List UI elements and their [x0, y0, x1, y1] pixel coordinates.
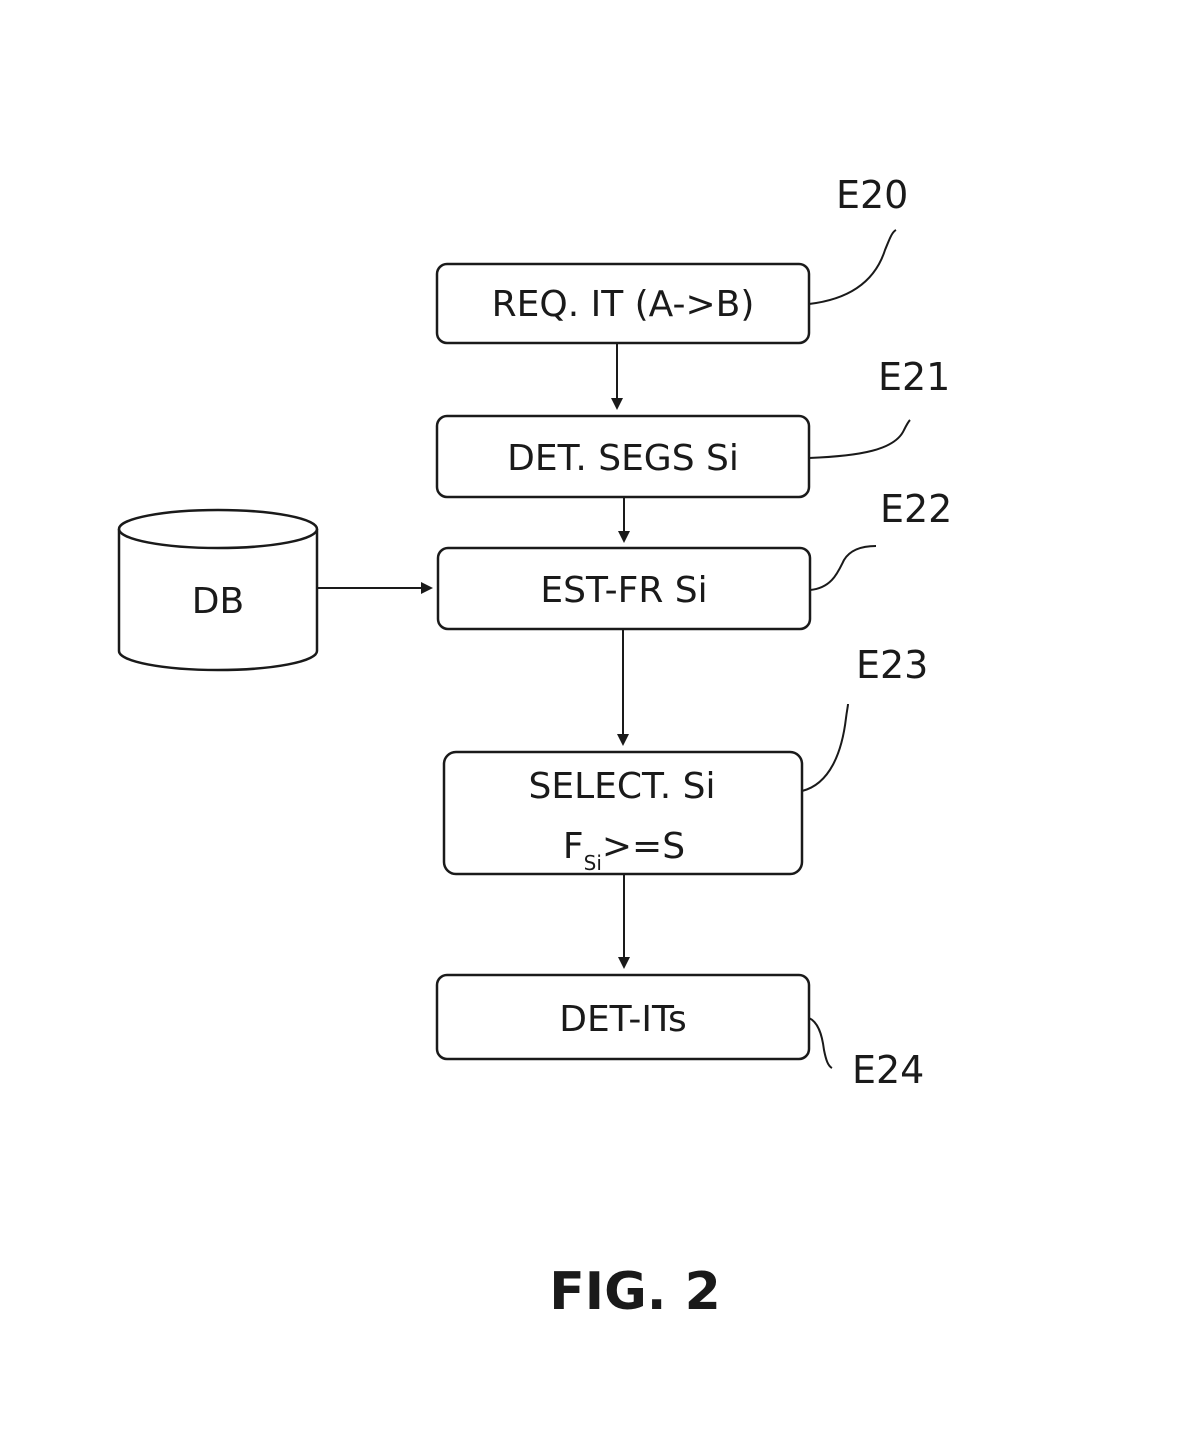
database-label: DB	[192, 581, 244, 622]
ref-e24: E24	[852, 1048, 924, 1092]
leader-e24	[808, 1017, 833, 1069]
step-e20: REQ. IT (A->B)	[435, 262, 811, 345]
leader-e23	[801, 703, 849, 792]
step-e23-fsi-sub: Si	[584, 851, 602, 875]
step-e23-fsi-main: F	[563, 826, 584, 867]
ref-e23: E23	[856, 643, 928, 687]
step-e21-label: DET. SEGS Si	[507, 438, 739, 479]
step-e23: SELECT. Si FSi>=S	[442, 750, 804, 876]
ref-e22: E22	[880, 487, 952, 531]
ref-e21: E21	[878, 355, 950, 399]
step-e22: EST-FR Si	[436, 546, 812, 631]
figure-caption: FIG. 2	[549, 1262, 721, 1322]
step-e20-label: REQ. IT (A->B)	[492, 284, 755, 325]
step-e24-box	[435, 973, 811, 1061]
step-e23-threshold: >=S	[602, 826, 685, 867]
leader-e22	[809, 545, 877, 591]
leader-e20	[808, 229, 897, 305]
step-e24: DET-ITs	[435, 973, 811, 1061]
step-e23-line1: SELECT. Si	[529, 766, 716, 807]
step-e23-line2: FSi>=S	[563, 826, 685, 875]
database: DB	[117, 508, 319, 672]
ref-e20: E20	[836, 173, 908, 217]
step-e21: DET. SEGS Si	[435, 414, 811, 499]
step-e24-label: DET-ITs	[559, 999, 687, 1040]
database-top	[117, 508, 319, 550]
step-e22-label: EST-FR Si	[540, 570, 707, 611]
database-cylinder	[117, 529, 319, 672]
leader-e21	[808, 419, 911, 459]
